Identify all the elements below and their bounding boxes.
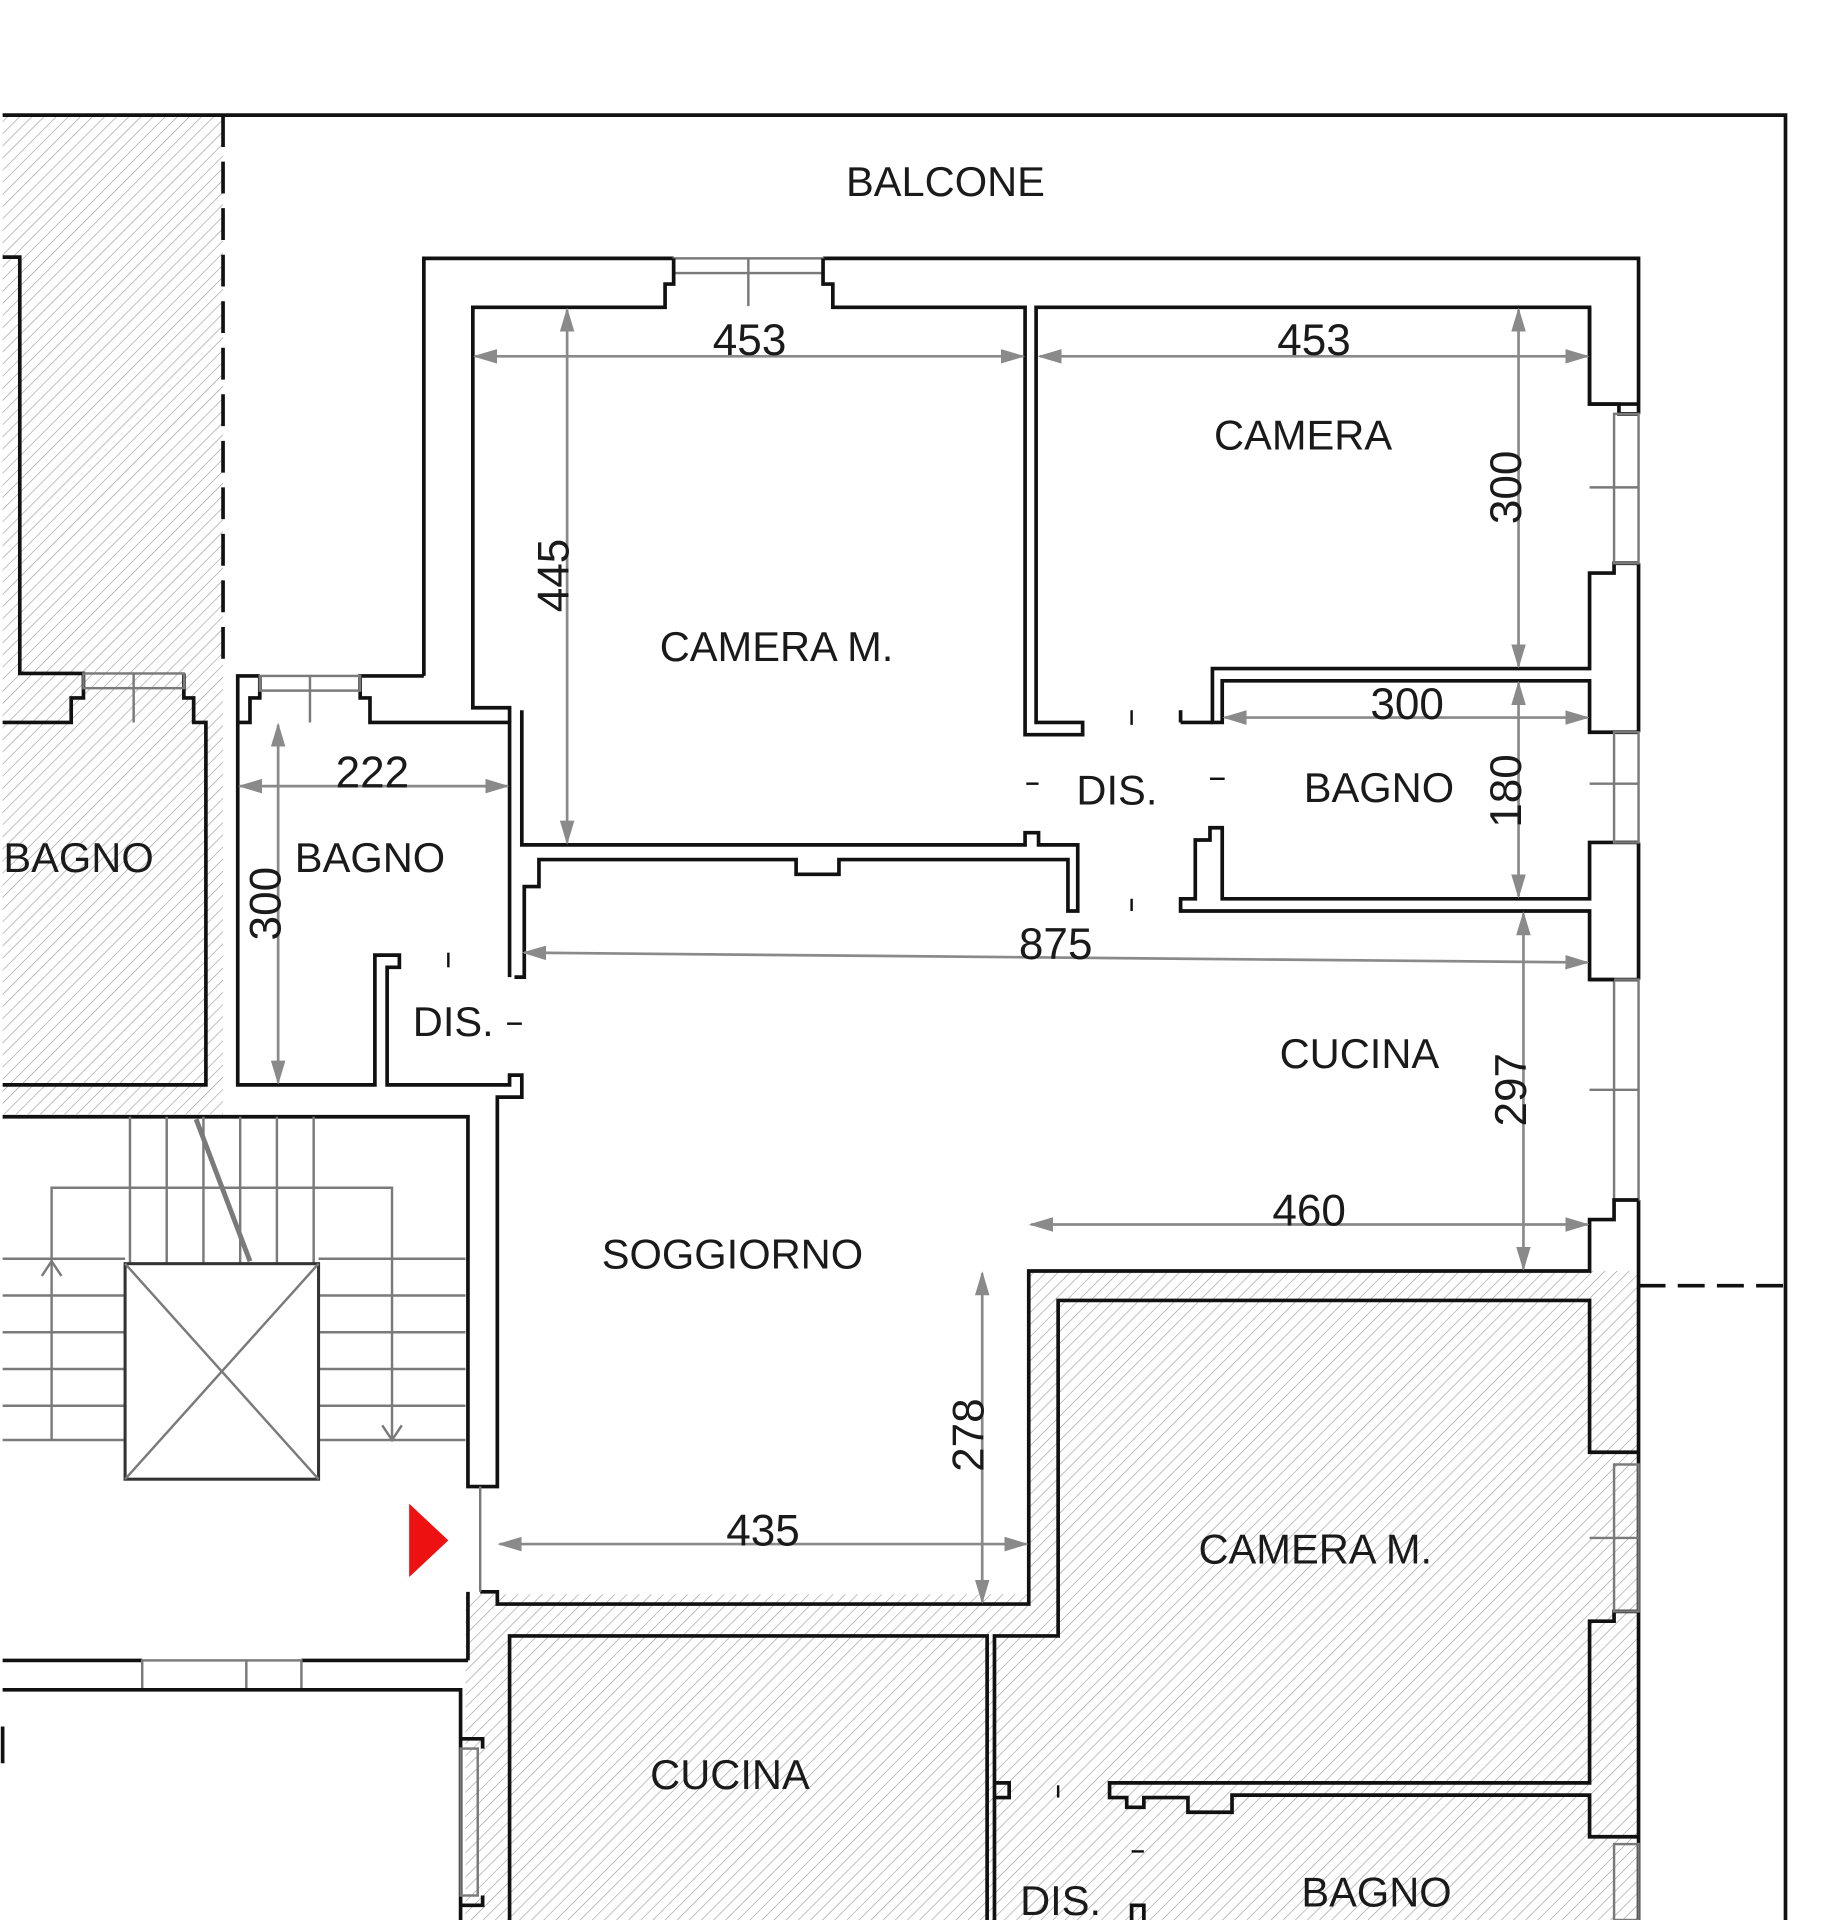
label-cucina: CUCINA: [1280, 1030, 1440, 1077]
dim-camera-m-depth: 445: [529, 539, 578, 613]
label-dis-left: DIS.: [413, 998, 494, 1045]
neighbor-hatch-left: [2, 673, 224, 1115]
apartment-walls: [0, 255, 1641, 1920]
dimension-lines: [237, 307, 1590, 1605]
dim-cucina-width: 460: [1272, 1187, 1346, 1236]
label-neighbor-dis: DIS.: [1020, 1877, 1101, 1920]
dim-bagno-width: 300: [1370, 680, 1444, 729]
label-neighbor-bagno: BAGNO: [1301, 1869, 1451, 1916]
label-bagno-small: BAGNO: [295, 834, 445, 881]
dim-living-width: 875: [1019, 920, 1093, 969]
dim-bagno-depth: 180: [1482, 754, 1531, 828]
label-camera-m: CAMERA M.: [660, 623, 894, 670]
label-camera: CAMERA: [1214, 411, 1392, 458]
neighbor-interiors: [19, 257, 1590, 1920]
label-soggiorno: SOGGIORNO: [602, 1231, 863, 1278]
staircase: [2, 1116, 466, 1481]
dim-cucina-depth: 297: [1487, 1053, 1536, 1127]
label-bagno-right: BAGNO: [1304, 764, 1454, 811]
dim-camera-width: 453: [1277, 316, 1351, 365]
label-bagno-neighbor-left: BAGNO: [3, 834, 153, 881]
dim-soggiorno-width: 435: [726, 1506, 800, 1555]
label-dis-top: DIS.: [1076, 766, 1157, 813]
dim-bagno-small-depth: 300: [242, 867, 291, 941]
dim-bagno-small-width: 222: [336, 748, 410, 797]
label-neighbor-cucina: CUCINA: [650, 1751, 810, 1798]
dimension-values: 453 453 445 300 300 180 222 300 875 297 …: [242, 316, 1536, 1555]
dim-camera-m-width: 453: [713, 316, 787, 365]
label-neighbor-camera-m: CAMERA M.: [1198, 1526, 1432, 1573]
lift-shaft-icon: [123, 1262, 321, 1481]
label-balcone: BALCONE: [846, 158, 1045, 205]
room-labels: BALCONE CAMERA M. CAMERA BAGNO DIS. BAGN…: [3, 158, 1454, 1920]
dim-camera-depth: 300: [1482, 451, 1531, 525]
door-marks: [447, 710, 1225, 1853]
entrance-arrow-icon: [409, 1503, 449, 1578]
dim-soggiorno-depth: 278: [944, 1398, 993, 1472]
